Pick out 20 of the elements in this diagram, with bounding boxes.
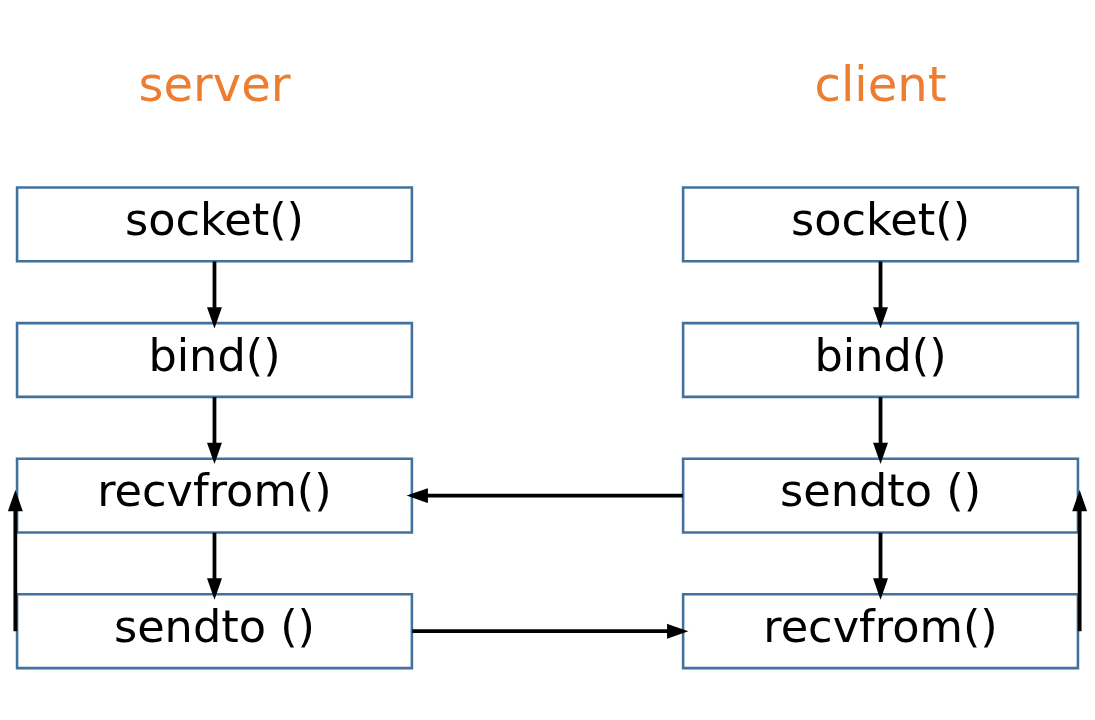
node-box: socket() [15,186,414,263]
node-box: socket() [681,186,1080,263]
arrow [873,397,888,465]
node-box: bind() [681,321,1080,399]
arrow [207,261,222,329]
label: server [138,55,291,112]
node-box: recvfrom() [681,593,1080,670]
arrow [1072,489,1087,632]
arrow [207,397,222,465]
node-box: recvfrom() [15,457,414,534]
node-box: bind() [15,321,414,399]
arrow [8,489,23,632]
arrow [412,623,689,639]
node-box: sendto () [15,593,414,670]
label: client [814,55,947,112]
arrow [406,488,683,504]
node-box: sendto () [681,457,1080,534]
arrow [207,532,222,600]
arrow [873,532,888,600]
arrow [873,261,888,329]
